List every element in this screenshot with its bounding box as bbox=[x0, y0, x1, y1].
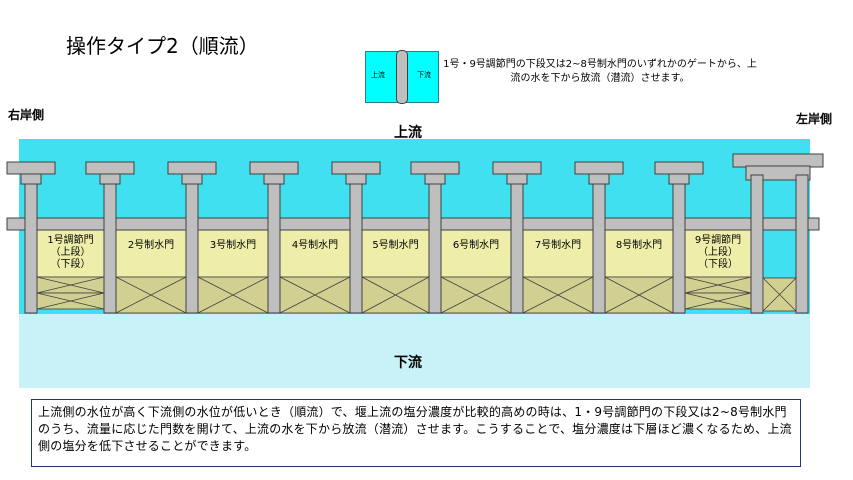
upper-gate-panel bbox=[522, 229, 594, 278]
right-bank-label: 右岸側 bbox=[8, 108, 45, 122]
pier-hoist-deck bbox=[654, 161, 704, 175]
gate-label: 2号制水門 bbox=[128, 240, 174, 252]
upper-gate-panel bbox=[279, 229, 351, 278]
legend-gate-icon bbox=[396, 50, 408, 104]
gate-label: 4号制水門 bbox=[292, 240, 338, 252]
legend-downstream-water bbox=[403, 51, 439, 103]
legend-upstream-label: 上流 bbox=[371, 71, 385, 79]
gate-label-line: 3号制水門 bbox=[209, 240, 257, 251]
upper-gate-panel bbox=[115, 229, 187, 278]
upper-gate-panel bbox=[684, 229, 752, 278]
pier-hoist-deck bbox=[492, 161, 542, 175]
gate-label: 1号調節門（上段）（下段） bbox=[47, 235, 93, 271]
gate-label: 7号制水門 bbox=[535, 240, 581, 252]
pier bbox=[24, 174, 38, 314]
lower-gate-brace bbox=[684, 292, 752, 310]
left-pier bbox=[750, 174, 764, 314]
pier bbox=[510, 174, 524, 314]
legend-downstream-label: 下流 bbox=[417, 71, 431, 79]
pier bbox=[592, 174, 606, 314]
pier-hoist-deck bbox=[6, 161, 56, 175]
lower-gate-brace bbox=[361, 276, 430, 314]
legend-note: 1号・9号調節門の下段又は2~8号制水門のいずれかのゲートから、上流の水を下から… bbox=[443, 59, 757, 84]
pier bbox=[267, 174, 281, 314]
gate-label-line: 9号調節門 bbox=[694, 235, 742, 246]
gate-label-line: 6号制水門 bbox=[452, 240, 500, 251]
gate-label: 6号制水門 bbox=[453, 240, 499, 252]
upper-gate-panel bbox=[197, 229, 269, 278]
gate-label: 8号制水門 bbox=[616, 240, 662, 252]
lower-gate-brace bbox=[684, 276, 752, 294]
upper-gate-panel bbox=[440, 229, 512, 278]
pier bbox=[349, 174, 363, 314]
upper-gate-panel bbox=[361, 229, 430, 278]
lower-gate-brace bbox=[522, 276, 594, 314]
diagram-title: 操作タイプ2（順流） bbox=[66, 34, 259, 58]
left-hoist-deck bbox=[732, 153, 824, 168]
upstream-label: 上流 bbox=[394, 125, 422, 141]
gate-label-line: 8号制水門 bbox=[615, 240, 663, 251]
downstream-label: 下流 bbox=[394, 355, 422, 371]
gate-label-line: 1号調節門 bbox=[47, 235, 94, 246]
pier-hoist-deck bbox=[331, 161, 381, 175]
gate-label: 9号調節門（上段）（下段） bbox=[695, 235, 741, 271]
pier-hoist-deck bbox=[410, 161, 460, 175]
description-box: 上流側の水位が高く下流側の水位が低いとき（順流）で、堰上流の塩分濃度が比較的高め… bbox=[31, 399, 801, 467]
lower-gate-brace bbox=[762, 277, 797, 312]
left-bank-label: 左岸側 bbox=[796, 112, 833, 126]
gate-label-line: 5号制水門 bbox=[372, 240, 419, 251]
lower-gate-brace bbox=[115, 276, 187, 314]
gate-label-line: 7号制水門 bbox=[534, 240, 582, 251]
gate-label-line: 4号制水門 bbox=[291, 240, 339, 251]
upper-gate-panel bbox=[604, 229, 674, 278]
gate-label: 5号制水門 bbox=[372, 240, 418, 252]
pier-hoist-deck bbox=[167, 161, 217, 175]
gate-label: 3号制水門 bbox=[210, 240, 256, 252]
gate-label-line: （上段） bbox=[698, 247, 738, 258]
lower-gate-brace bbox=[197, 276, 269, 314]
description-text: 上流側の水位が高く下流側の水位が低いとき（順流）で、堰上流の塩分濃度が比較的高め… bbox=[38, 405, 792, 453]
lower-gate-brace bbox=[36, 276, 105, 294]
left-pier bbox=[795, 174, 809, 314]
gate-label-line: （下段） bbox=[698, 259, 738, 270]
gate-label-line: 2号制水門 bbox=[127, 240, 175, 251]
lower-gate-brace bbox=[36, 292, 105, 310]
pier-hoist-deck bbox=[249, 161, 299, 175]
gate-label-line: （上段） bbox=[50, 247, 91, 258]
pier-hoist-deck bbox=[574, 161, 624, 175]
pier bbox=[103, 174, 117, 314]
legend-gate-diagram: 上流 下流 bbox=[365, 50, 439, 104]
lower-gate-brace bbox=[440, 276, 512, 314]
pier-hoist-deck bbox=[85, 161, 135, 175]
lower-gate-brace bbox=[604, 276, 674, 314]
pier bbox=[428, 174, 442, 314]
walkway-beam bbox=[6, 217, 820, 231]
pier bbox=[185, 174, 199, 314]
legend-upstream-water bbox=[365, 51, 401, 103]
pier bbox=[672, 174, 686, 314]
lower-gate-brace bbox=[279, 276, 351, 314]
downstream-water bbox=[19, 314, 810, 388]
gate-label-line: （下段） bbox=[50, 259, 91, 270]
left-bank-structure bbox=[732, 153, 824, 314]
